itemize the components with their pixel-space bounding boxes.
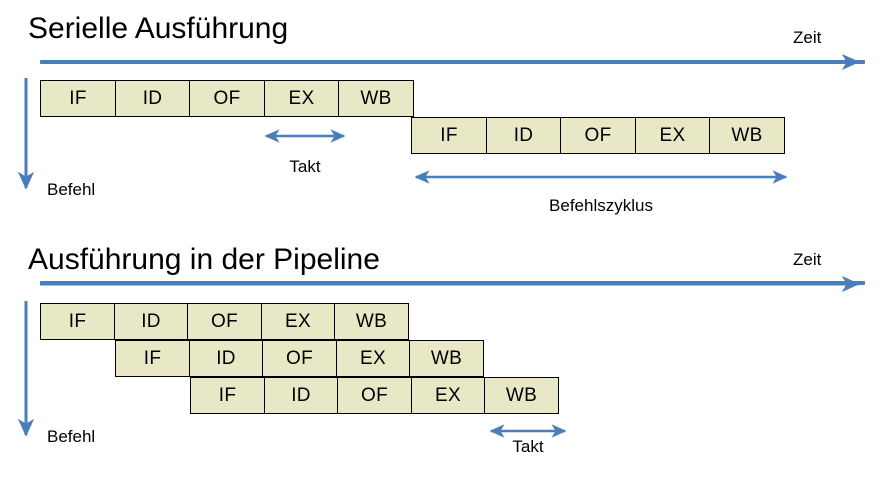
stage-box: ID (188, 340, 264, 377)
stage-box: EX (634, 117, 711, 154)
pipeline-instruction-axis-label: Befehl (47, 427, 96, 446)
serial-section-title: Serielle Ausführung (28, 12, 289, 45)
stage-box: IF (411, 117, 487, 154)
stage-box: WB (334, 303, 409, 340)
stage-box: ID (263, 377, 339, 414)
stage-box: EX (263, 80, 340, 117)
serial-title-rule (40, 60, 865, 64)
stage-box: WB (709, 117, 785, 154)
stage-box: WB (338, 80, 414, 117)
serial-befehlszyklus-label: Befehlszyklus (549, 196, 653, 215)
pipeline-instruction-row-1: IF ID OF EX WB (40, 303, 409, 340)
pipeline-title-rule (40, 281, 865, 285)
stage-box: EX (335, 340, 411, 377)
serial-takt-label: Takt (289, 157, 321, 176)
stage-box: IF (190, 377, 265, 414)
stage-box: ID (485, 117, 562, 154)
pipeline-instruction-row-3: IF ID OF EX WB (190, 377, 559, 414)
stage-box: OF (337, 377, 412, 414)
stage-box: OF (560, 117, 636, 154)
stage-box: EX (410, 377, 486, 414)
stage-box: IF (115, 340, 190, 377)
pipeline-takt-label: Takt (512, 437, 544, 456)
stage-box: ID (114, 80, 191, 117)
pipeline-instruction-row-2: IF ID OF EX WB (115, 340, 484, 377)
stage-box: OF (187, 303, 262, 340)
stage-box: OF (262, 340, 337, 377)
serial-instruction-row-2: IF ID OF EX WB (411, 117, 785, 154)
serial-instruction-axis-label: Befehl (47, 180, 96, 199)
stage-box: WB (484, 377, 559, 414)
stage-box: EX (260, 303, 336, 340)
stage-box: WB (409, 340, 484, 377)
stage-box: ID (113, 303, 189, 340)
stage-box: IF (40, 80, 116, 117)
pipeline-section-title: Ausführung in der Pipeline (28, 243, 380, 276)
pipeline-time-axis-label: Zeit (793, 250, 822, 269)
serial-time-axis-label: Zeit (793, 28, 822, 47)
stage-box: IF (40, 303, 115, 340)
stage-box: OF (189, 80, 265, 117)
serial-instruction-row-1: IF ID OF EX WB (40, 80, 414, 117)
